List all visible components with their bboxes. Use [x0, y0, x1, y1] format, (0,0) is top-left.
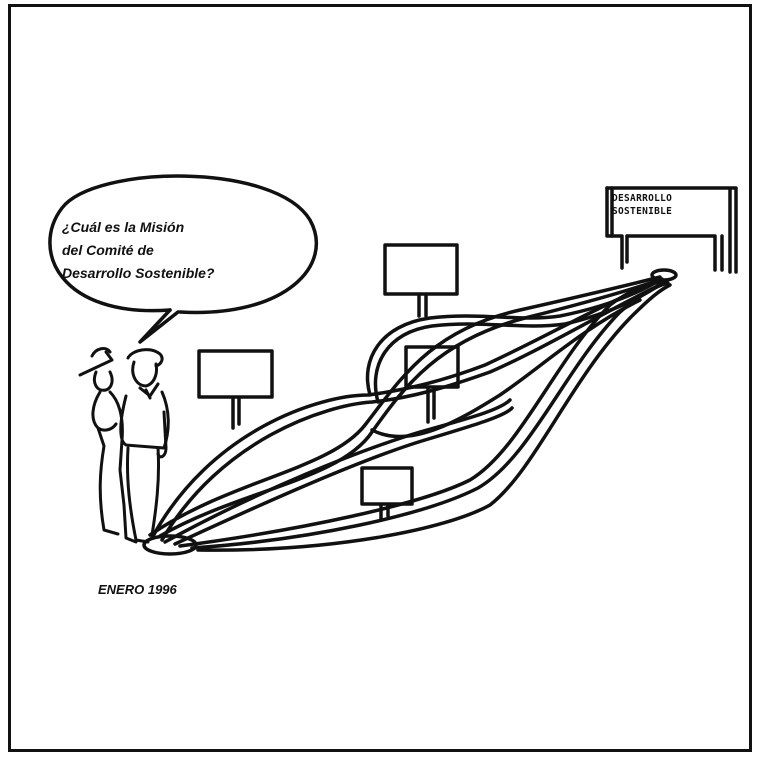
road-sign-1 — [199, 351, 272, 428]
road-sign-2 — [385, 245, 457, 316]
destination-sign-text: DESARROLLO SOSTENIBLE — [612, 192, 730, 218]
roads — [150, 277, 670, 550]
farmer-right — [121, 350, 169, 542]
publication-date: ENERO 1996 — [98, 582, 177, 597]
speech-bubble-text: ¿Cuál es la Misión del Comité de Desarro… — [62, 216, 302, 285]
